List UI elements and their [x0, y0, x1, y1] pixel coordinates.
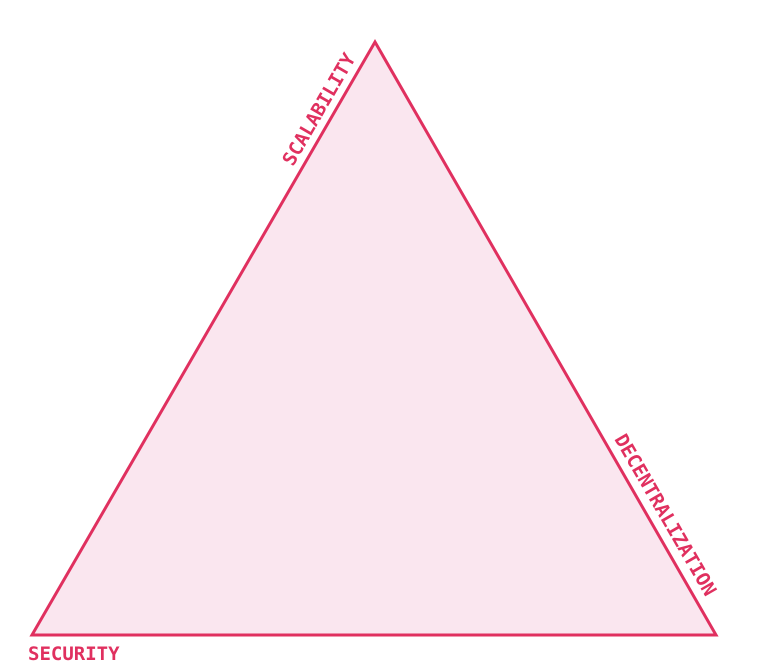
- trilemma-triangle: [29, 38, 719, 637]
- label-security: SECURITY: [28, 643, 120, 665]
